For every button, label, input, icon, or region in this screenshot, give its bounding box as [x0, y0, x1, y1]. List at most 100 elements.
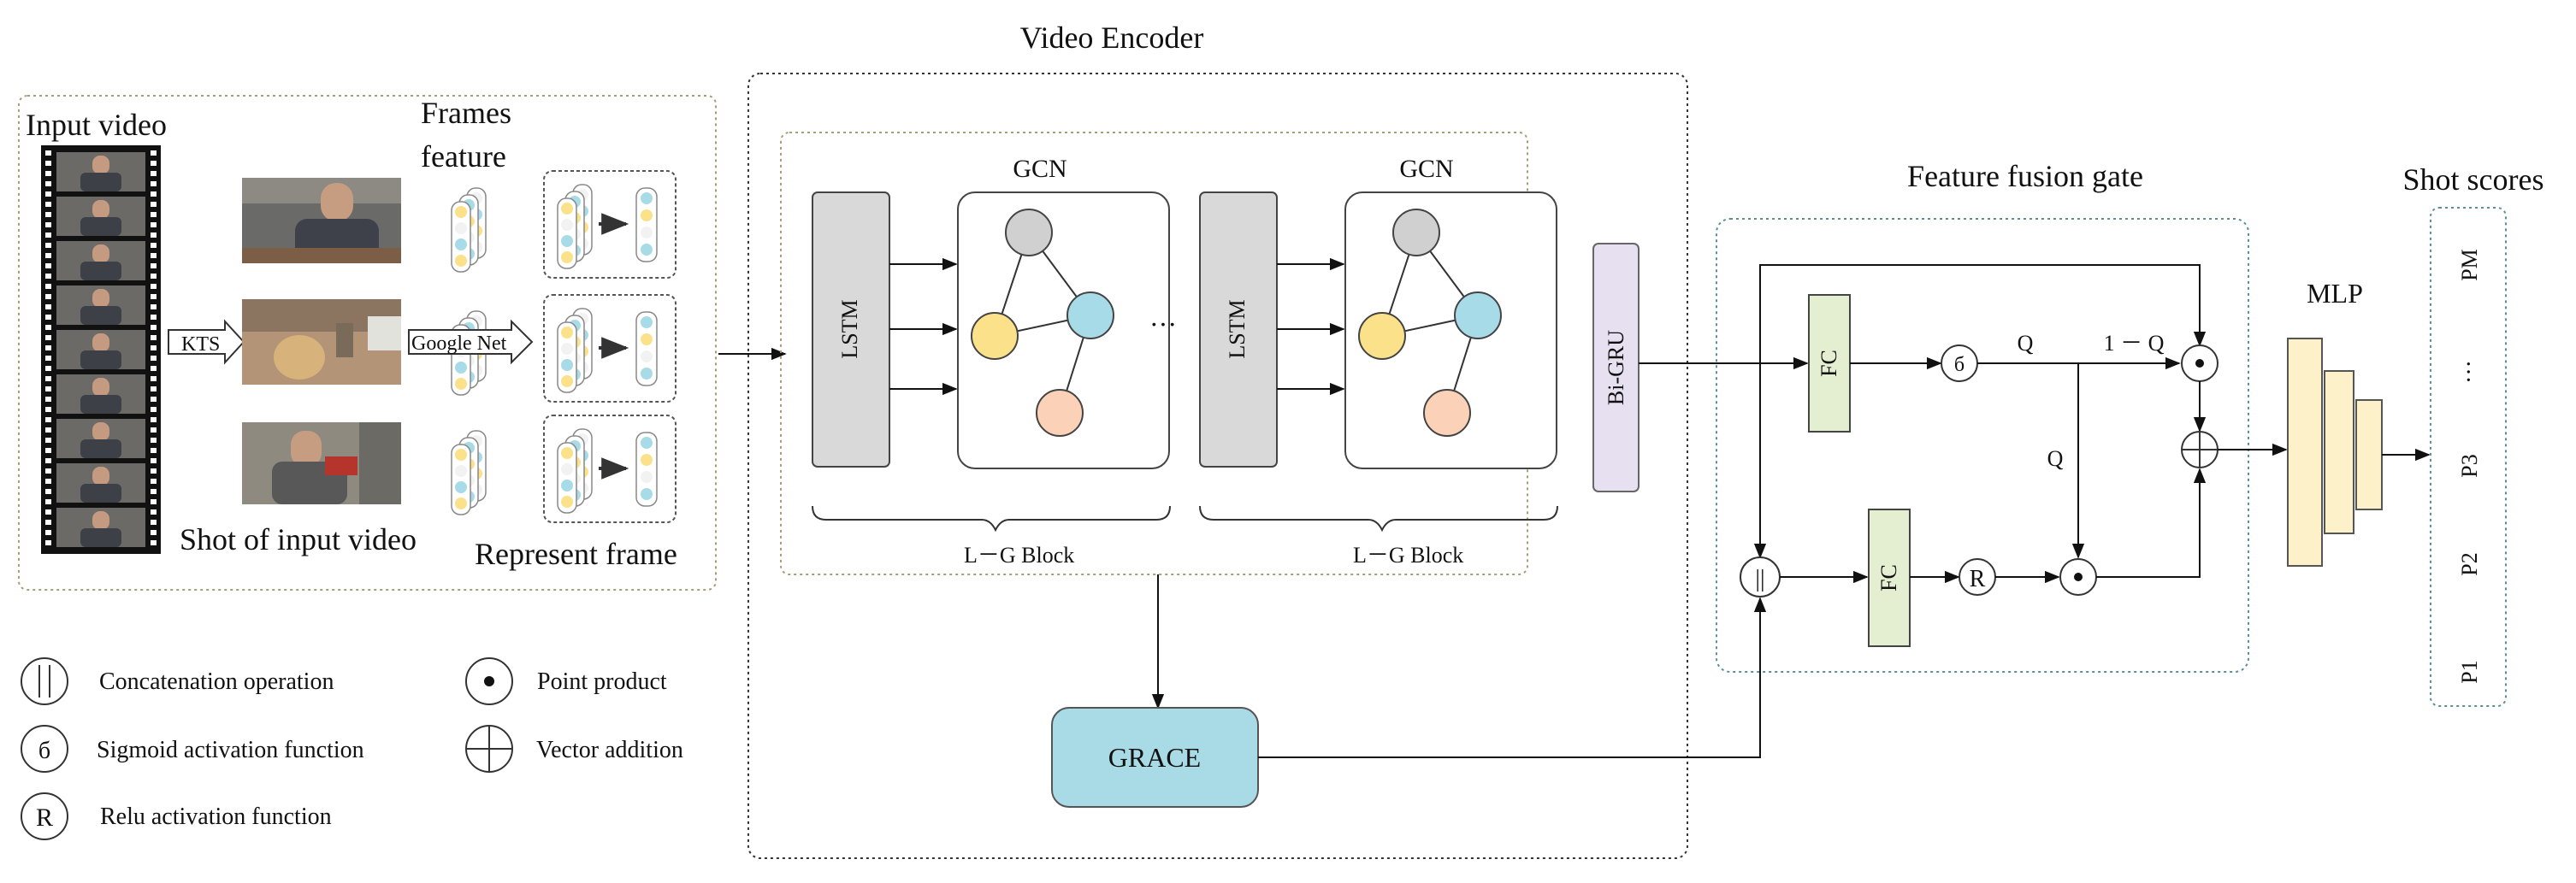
- video-encoder-title: Video Encoder: [1020, 21, 1204, 55]
- lg-blocks-frame: [780, 132, 1528, 575]
- gcn-node-yellow: [971, 312, 1019, 360]
- frames-feature-title-line2: feature: [421, 139, 506, 174]
- lstm-label-2: LSTM: [1225, 299, 1250, 358]
- legend-relu-label: Relu activation function: [100, 804, 332, 830]
- legend-point-label: Point product: [537, 668, 667, 695]
- shot-scores: Shot scores PM ··· P3 P2 P1: [2403, 162, 2544, 707]
- mlp-layer-1: [2287, 338, 2323, 567]
- legend-concat: Concatenation operation: [21, 657, 334, 705]
- encoder-ellipsis: ···: [1149, 309, 1177, 339]
- film-frame: [56, 286, 145, 325]
- mlp-title: MLP: [2307, 278, 2363, 309]
- video-encoder: Video Encoder LSTM GCN L－G Block ···: [747, 21, 1688, 859]
- fc-box-top: [1808, 294, 1851, 433]
- legend-sigmoid-symbol: б: [38, 738, 50, 764]
- shot-of-input-caption: Shot of input video: [180, 522, 417, 556]
- googlenet-arrow: Google Net: [408, 319, 534, 365]
- shot-thumbnail-3: [242, 422, 401, 504]
- shot-thumbnail-2: [242, 299, 401, 385]
- fusion-gate-frame: [1716, 218, 2249, 673]
- film-frame: [56, 152, 145, 191]
- q-label-top: Q: [2018, 331, 2034, 356]
- legend-sigmoid: б Sigmoid activation function: [21, 725, 364, 773]
- represent-frame-caption: Represent frame: [475, 537, 677, 571]
- score-p3: P3: [2457, 454, 2482, 477]
- input-section: Input video KTS: [18, 95, 717, 591]
- fc-label-top: FC: [1817, 350, 1841, 377]
- film-frame: [56, 508, 145, 547]
- score-ellipsis: ···: [2456, 360, 2483, 384]
- feature-fusion-gate: Feature fusion gate FC б Q 1 － Q Q ||: [1258, 159, 2249, 758]
- shot-scores-frame: [2430, 207, 2507, 707]
- mlp-layer-2: [2324, 370, 2354, 534]
- legend-relu: R Relu activation function: [21, 792, 332, 840]
- legend-add: Vector addition: [465, 725, 683, 773]
- q-label-side: Q: [2047, 446, 2064, 471]
- mlp-layer-3: [2355, 399, 2383, 510]
- film-frame: [56, 463, 145, 503]
- lg-block-label-2: L－G Block: [1353, 543, 1463, 568]
- gcn-box-2: [1344, 191, 1557, 469]
- film-frame: [56, 419, 145, 458]
- gcn-label-1: GCN: [1013, 155, 1066, 183]
- represent-frame-box: [543, 170, 676, 279]
- represent-frame-box: [543, 294, 676, 403]
- frames-feature-title-line1: Frames: [421, 96, 511, 130]
- googlenet-label: Google Net: [411, 333, 507, 355]
- gcn-node-blue: [1066, 291, 1114, 339]
- legend-add-label: Vector addition: [536, 737, 683, 763]
- score-pm: PM: [2457, 249, 2482, 281]
- input-section-frame: [18, 95, 717, 591]
- shot-thumbnails: [242, 178, 401, 504]
- input-video-title: Input video: [26, 108, 167, 142]
- kts-label: KTS: [181, 333, 220, 356]
- feature-vector: [557, 197, 577, 269]
- grace-to-concat-arrow: [1258, 597, 1767, 758]
- film-frame: [56, 374, 145, 414]
- gcn-node-gray: [1005, 209, 1053, 256]
- lg-block-brace-1: [812, 505, 1171, 533]
- relu-symbol: R: [1970, 566, 1986, 592]
- film-frame: [56, 241, 145, 280]
- sigmoid-symbol: б: [1954, 354, 1964, 376]
- gcn-node-peach: [1036, 389, 1084, 437]
- feature-vector: [557, 321, 577, 393]
- gcn-box-1: [957, 191, 1170, 469]
- fc-label-bottom: FC: [1876, 564, 1901, 592]
- kts-arrow: KTS: [168, 319, 245, 365]
- gcn-node-yellow: [1358, 312, 1406, 360]
- fc-box-bottom: [1868, 509, 1911, 647]
- score-p1: P1: [2457, 660, 2482, 683]
- represent-frame-box: [543, 415, 676, 523]
- bigru-box: [1592, 243, 1640, 492]
- feature-vector: [451, 444, 471, 515]
- feature-vector: [451, 201, 471, 273]
- one-minus-q-label: 1 － Q: [2104, 331, 2165, 356]
- lg-block-2: LSTM GCN L－G Block: [1199, 155, 1558, 568]
- film-strip: [41, 145, 161, 554]
- video-encoder-frame: [747, 73, 1688, 859]
- gcn-node-blue: [1454, 291, 1502, 339]
- legend-sigmoid-label: Sigmoid activation function: [97, 737, 364, 763]
- legend: Concatenation operation б Sigmoid activa…: [21, 657, 683, 840]
- gcn-node-gray: [1392, 209, 1440, 256]
- film-frame: [56, 197, 145, 236]
- gcn-label-2: GCN: [1399, 155, 1453, 183]
- represent-frame-boxes: [543, 170, 676, 523]
- lstm-label-1: LSTM: [837, 299, 862, 358]
- bigru-label: Bi-GRU: [1604, 330, 1628, 405]
- film-frame: [56, 330, 145, 369]
- concat-symbol: ||: [1755, 566, 1764, 592]
- lg-block-label-1: L－G Block: [964, 543, 1074, 568]
- grace-label: GRACE: [1108, 742, 1201, 773]
- gcn-node-peach: [1423, 389, 1471, 437]
- lg-block-1: LSTM GCN L－G Block: [812, 155, 1171, 568]
- feature-fusion-gate-title: Feature fusion gate: [1907, 159, 2143, 193]
- shot-scores-title: Shot scores: [2403, 162, 2544, 197]
- mlp: MLP: [2287, 278, 2431, 567]
- legend-concat-label: Concatenation operation: [99, 668, 334, 695]
- feature-vector: [557, 442, 577, 514]
- score-p2: P2: [2457, 552, 2482, 575]
- lg-block-brace-2: [1199, 505, 1558, 533]
